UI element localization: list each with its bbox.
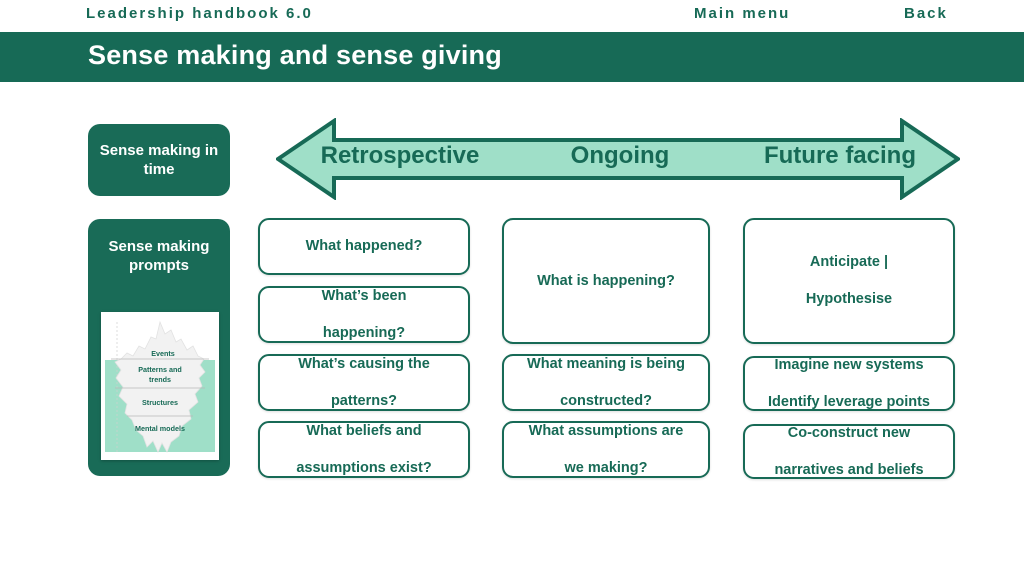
iceberg-label-structures: Structures: [142, 398, 178, 407]
iceberg-diagram: Events Patterns and trends Structures Me…: [101, 312, 219, 460]
prompt-box[interactable]: What’s been happening?: [258, 286, 470, 343]
back-link[interactable]: Back: [904, 5, 948, 22]
top-navigation-bar: Leadership handbook 6.0 Main menu Back: [0, 0, 1024, 32]
prompt-line: Co-construct new: [787, 424, 911, 441]
prompt-box[interactable]: Imagine new systems Identify leverage po…: [743, 356, 955, 411]
prompt-line: Identify leverage points: [768, 393, 930, 410]
handbook-title-link[interactable]: Leadership handbook 6.0: [86, 5, 313, 22]
iceberg-label-patterns-line1: Patterns and: [138, 365, 182, 374]
prompt-line: What assumptions are: [528, 422, 684, 439]
iceberg-label-patterns-line2: trends: [149, 375, 171, 384]
iceberg-svg: Events Patterns and trends Structures Me…: [101, 312, 219, 460]
timeline-arrow: Retrospective Ongoing Future facing: [276, 118, 960, 200]
main-menu-link[interactable]: Main menu: [694, 5, 791, 22]
prompt-box[interactable]: What happened?: [258, 218, 470, 275]
prompt-line: What’s been: [321, 287, 407, 304]
double-arrow-shape: [276, 118, 960, 200]
prompt-box[interactable]: What is happening?: [502, 218, 710, 344]
prompt-line: Anticipate |: [809, 254, 889, 271]
prompt-line: What’s causing the: [298, 355, 430, 372]
prompt-box[interactable]: Anticipate | Hypothesise: [743, 218, 955, 344]
prompt-line: patterns?: [330, 392, 398, 409]
prompt-line: What meaning is being: [527, 355, 685, 372]
label-line-2: prompts: [129, 257, 189, 275]
prompt-line: What is happening?: [537, 272, 675, 289]
label-line-2: in time: [143, 141, 219, 178]
prompt-line: we making?: [564, 459, 648, 476]
prompt-box[interactable]: What beliefs and assumptions exist?: [258, 421, 470, 478]
prompt-box[interactable]: Co-construct new narratives and beliefs: [743, 424, 955, 479]
prompt-line: constructed?: [560, 392, 652, 409]
prompt-line: What beliefs and: [306, 422, 422, 439]
slide-title-band: Sense making and sense giving: [0, 32, 1024, 82]
prompt-line: What happened?: [305, 238, 423, 255]
label-line-1: Sense making: [99, 141, 201, 159]
prompt-line: Imagine new systems: [774, 356, 924, 373]
label-line-1: Sense making: [108, 238, 210, 255]
sense-making-in-time-label: Sense making in time: [88, 124, 230, 196]
page-title: Sense making and sense giving: [88, 40, 502, 70]
sense-making-prompts-label: Sense making prompts Events Patterns and…: [88, 219, 230, 476]
iceberg-label-mental-models: Mental models: [135, 424, 185, 433]
prompt-box[interactable]: What meaning is being constructed?: [502, 354, 710, 411]
prompt-line: narratives and beliefs: [774, 461, 924, 478]
prompt-line: assumptions exist?: [296, 459, 432, 476]
prompt-line: Hypothesise: [805, 291, 893, 308]
prompt-box[interactable]: What assumptions are we making?: [502, 421, 710, 478]
prompt-box[interactable]: What’s causing the patterns?: [258, 354, 470, 411]
prompt-line: happening?: [322, 324, 406, 341]
iceberg-label-events: Events: [151, 349, 175, 358]
